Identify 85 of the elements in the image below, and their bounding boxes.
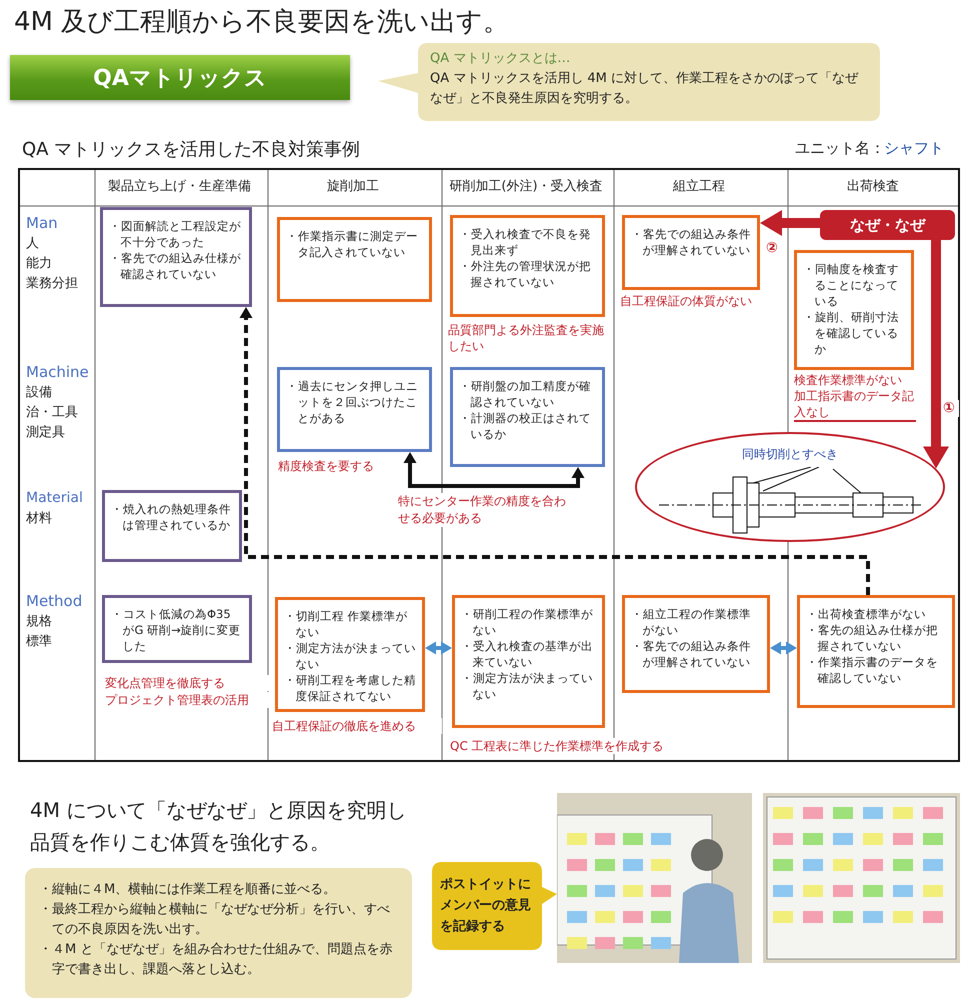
issue-box [622,215,760,290]
photo [763,793,960,963]
arrow [770,642,797,654]
issue-text: ・客先の組込み仕様が把握されていない [806,622,939,654]
issue-box [450,215,605,317]
issue-text: ・客先での組込み条件が理解されていない [631,638,752,670]
issue-box [452,595,605,728]
issue-text: ・受入れ検査で不良を発見出来ず [459,226,592,258]
issue-text: ・客先での組込み仕様が確認されていない [109,250,242,282]
issue-text: ・切削工程 作業標準がない [284,608,409,640]
row-header: 能力 [26,255,53,273]
issue-text: ・図面解読と工程設定が不十分であった [109,218,242,250]
issue-text: ・測定方法が決まっていない [284,640,416,672]
issue-text: ・研削工程の作業標準がない [461,606,594,638]
row-header: 治・工具 [26,404,79,422]
bullet-text: ・最終工程から縦軸と横軸に「なぜなぜ分析」を行い、すべての不良原因を洗い出す。 [39,901,391,939]
edge-label: ① [943,400,959,417]
row-header: Man [26,214,59,232]
note-text: 自工程保証の徹底を進める [272,718,442,734]
note-text: プロジェクト管理表の活用 [105,692,270,708]
bullet-text: ・４M と「なぜなぜ」を組み合わせた仕組みで、問題点を赤字で書き出し、課題へ落とし込む。 [39,941,394,979]
dashed-arrow [240,307,870,595]
row-header: 人 [26,235,40,253]
issue-text: ・受入れ検査の基準が出来ていない [461,638,594,670]
column-header: 製品立ち上げ・生産準備 [107,178,252,196]
note-text: 変化点管理を徹底する [105,675,270,691]
row-header: Machine [26,363,90,381]
issue-text: ・作業指示書に測定データ記入されていない [286,228,419,260]
issue-text: ・研削盤の加工精度が確認されていない [459,378,592,410]
banner-text: QAマトリックス [92,65,268,93]
issue-box [277,217,432,302]
issue-text: ・同軸度を検査することになっている [803,261,900,309]
issue-box [450,367,605,467]
note-text: 同時切削とすべき [741,446,839,463]
issue-text: ・焼入れの熱処理条件は管理されているか [111,501,232,533]
column-header: 出荷検査 [846,178,900,196]
speech-bubble [378,43,880,121]
arrow [404,452,584,488]
column-header: 旋削加工 [326,178,380,196]
issue-box [275,597,425,712]
row-header: Method [26,592,84,610]
speech-bubble [432,862,557,950]
issue-box [102,595,252,663]
arrow [923,240,949,469]
row-header: 設備 [26,384,53,402]
issue-box [102,490,242,562]
issue-text: ・組立工程の作業標準がない [631,606,752,638]
banner-text: なぜ・なぜ [849,216,927,235]
note-text: 加工指示書のデータ記入なし [794,388,916,422]
page-title: 4M 及び工程順から不良要因を洗い出す。 [14,6,510,39]
issue-text: ・作業指示書のデータを確認していない [806,654,939,686]
arrow [760,210,820,236]
issue-text: ・研削工程を考慮した精度保証されてない [284,672,416,704]
column-header: 組立工程 [672,178,726,196]
row-header: 測定具 [26,424,66,442]
note-panel [25,868,412,998]
row-header: 標準 [26,633,53,651]
issue-text: ・出荷検査標準がない [806,606,927,622]
table-heading: QA マトリックスを活用した不良対策事例 [22,138,360,161]
photo [557,793,752,963]
why-banner [820,210,955,240]
issue-text: ・計測器の校正はされているか [459,410,592,442]
bubble-heading: QA マトリックスとは… [430,50,572,68]
issue-box [794,250,914,370]
callout-text: ポストイットにメンバーの意見を記録する [440,876,532,936]
issue-text: ・過去にセンタ押しユニットを２回ぶつけたことがある [286,378,419,426]
column-header: 研削加工(外注)・受入検査 [448,178,604,196]
title-banner [10,55,350,100]
row-header: 業務分担 [26,275,79,293]
bubble-text: QA マトリックスを活用し 4M に対して、作業工程をさかのぼって「なぜなぜ」と不良発生原因を究明する。 [430,70,860,108]
row-header: 規格 [26,613,53,631]
issue-text: ・外注先の管理状況が把握されていない [459,258,592,290]
issue-text: ・旋削、研削寸法を確認しているか [803,309,900,357]
issue-box [277,367,432,452]
bullet-text: ・縦軸に４M、横軸には作業工程を順番に並べる。 [39,881,338,899]
section-heading: 4M について「なぜなぜ」と原因を究明し品質を作りこむ体質を強化する。 [30,797,408,856]
issue-text: ・測定方法が決まっていない [461,670,594,702]
issue-text: ・客先での組込み条件が理解されていない [631,226,751,258]
issue-text: ・コスト低減の為Φ35 がG 研削→旋削に変更した [111,606,242,654]
row-header: 材料 [26,510,53,528]
issue-box [100,207,252,307]
arrow [425,642,452,654]
issue-box [797,595,955,708]
issue-box [622,595,770,693]
row-header: Material [26,489,84,507]
